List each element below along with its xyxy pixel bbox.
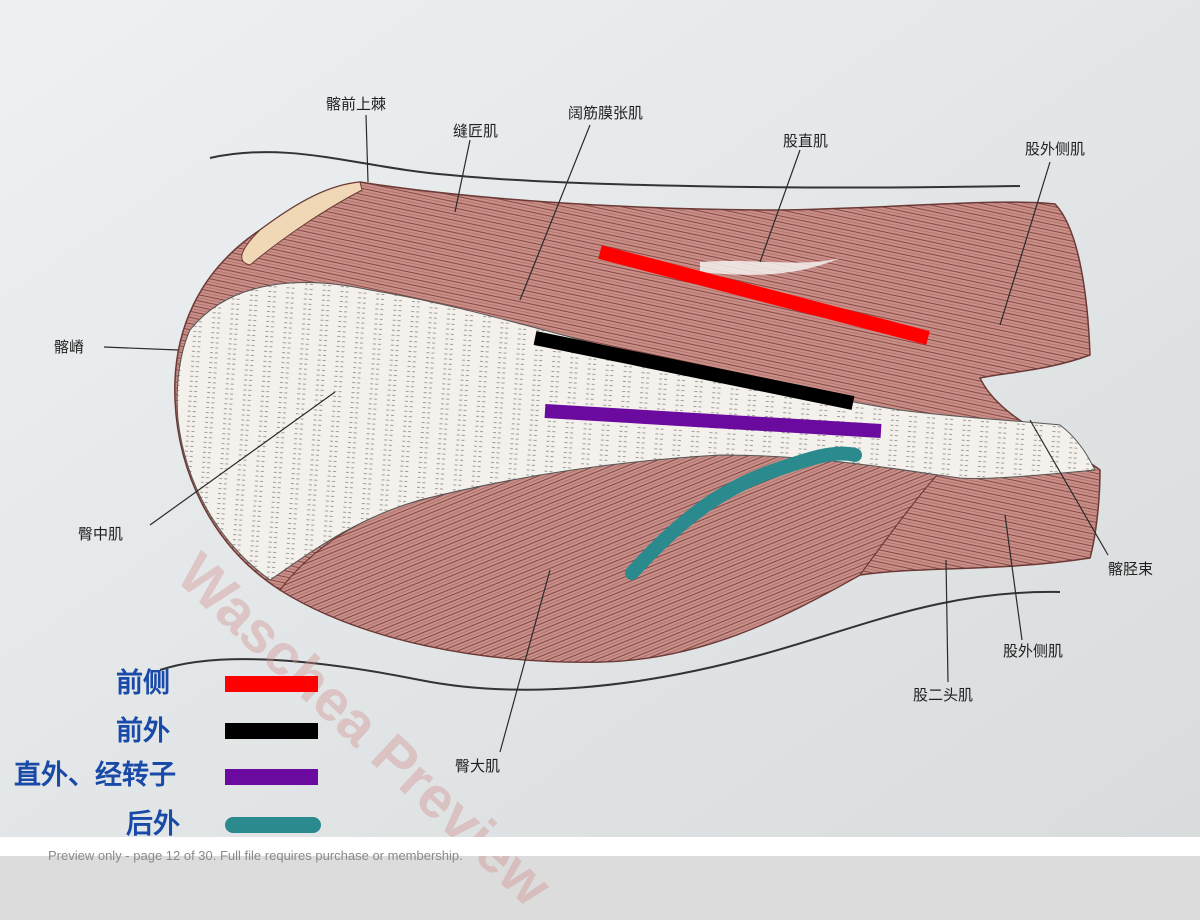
label-vastus-lateralis-top: 股外侧肌 bbox=[1025, 140, 1086, 158]
label-vastus-lateralis-bottom: 股外侧肌 bbox=[1003, 642, 1064, 660]
footer-bar bbox=[0, 837, 1200, 856]
legend-swatch-anterolateral bbox=[225, 723, 318, 739]
legend-swatch-direct-lateral bbox=[225, 769, 318, 785]
approach-posterolateral-line bbox=[625, 446, 862, 580]
label-gluteus-maximus: 臀大肌 bbox=[455, 757, 501, 775]
legend-swatch-posterolateral bbox=[225, 817, 321, 833]
leader-lines bbox=[103, 114, 1109, 753]
preview-footer-text: Preview only - page 12 of 30. Full file … bbox=[48, 848, 463, 863]
legend-label-anterolateral: 前外 bbox=[116, 716, 170, 747]
approach-anterior-line bbox=[598, 245, 930, 345]
label-iliac-crest: 髂嵴 bbox=[54, 338, 85, 356]
legend-label-anterior: 前侧 bbox=[116, 668, 170, 699]
label-biceps-femoris: 股二头肌 bbox=[913, 686, 974, 704]
label-tfl: 阔筋膜张肌 bbox=[568, 104, 644, 122]
hip-muscle-diagram bbox=[0, 0, 1200, 837]
label-asis: 髂前上棘 bbox=[326, 95, 387, 113]
approach-anterolateral-line bbox=[533, 331, 855, 410]
label-rectus-femoris: 股直肌 bbox=[783, 132, 829, 150]
fascia-area bbox=[176, 282, 1096, 581]
legend-swatch-anterior bbox=[225, 676, 318, 692]
label-gluteus-medius: 臀中肌 bbox=[78, 525, 124, 543]
legend-label-posterolateral: 后外 bbox=[126, 809, 180, 840]
label-sartorius: 缝匠肌 bbox=[453, 122, 499, 140]
legend-label-direct-lateral: 直外、经转子 bbox=[14, 760, 176, 791]
approach-direct-lateral-line bbox=[544, 404, 882, 438]
label-iliotibial-band: 髂胫束 bbox=[1108, 560, 1154, 578]
